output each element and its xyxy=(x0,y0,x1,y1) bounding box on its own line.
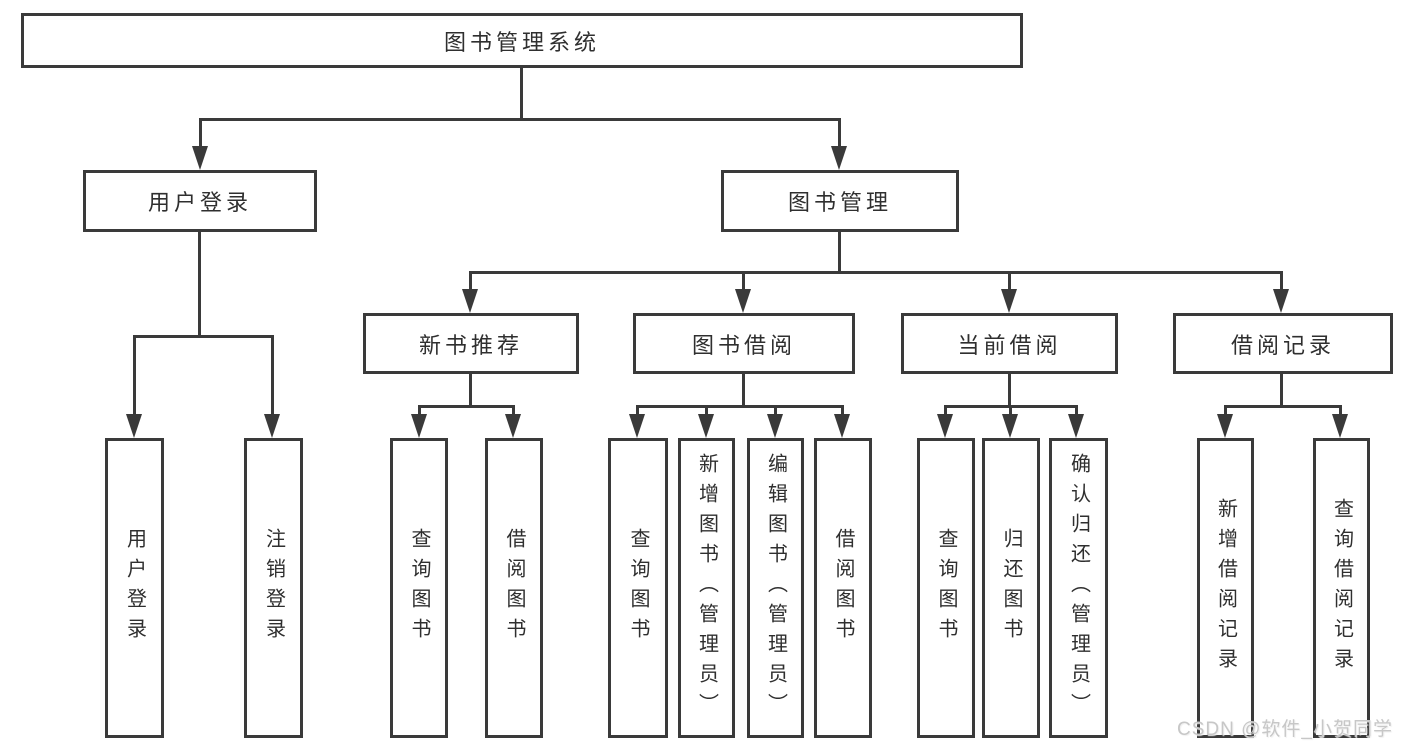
arrow-down-icon xyxy=(698,414,714,438)
arrow-down-icon xyxy=(126,414,142,438)
csdn-watermark: CSDN @软件_小贺同学 xyxy=(1177,719,1393,740)
leaf-query-books-recommend-label: 查询图书 xyxy=(408,528,430,648)
connector-line xyxy=(512,405,515,418)
arrow-down-icon xyxy=(937,414,953,438)
connector-line xyxy=(705,405,708,418)
connector-line xyxy=(838,232,841,274)
connector-line xyxy=(841,405,844,418)
arrow-down-icon xyxy=(264,414,280,438)
node-book-management-label: 图书管理 xyxy=(787,190,892,215)
leaf-logout: 注销登录 xyxy=(244,438,303,738)
arrow-down-icon xyxy=(1002,414,1018,438)
connector-line xyxy=(133,335,136,417)
connector-line xyxy=(1280,271,1283,293)
leaf-add-books-admin-label: 新增图书（管理员） xyxy=(695,453,718,723)
connector-line xyxy=(418,405,421,418)
arrow-down-icon xyxy=(1001,289,1017,313)
node-user-login: 用户登录 xyxy=(83,170,317,232)
connector-line xyxy=(1008,374,1011,408)
node-current-borrow: 当前借阅 xyxy=(901,313,1118,374)
connector-line xyxy=(742,374,745,408)
arrow-down-icon xyxy=(505,414,521,438)
connector-line xyxy=(469,271,1283,274)
leaf-logout-label: 注销登录 xyxy=(262,528,285,648)
connector-line xyxy=(271,335,274,417)
connector-line xyxy=(133,335,274,338)
arrow-down-icon xyxy=(1273,289,1289,313)
leaf-query-books-current: 查询图书 xyxy=(917,438,975,738)
node-borrow-records-label: 借阅记录 xyxy=(1230,332,1335,358)
node-book-borrow: 图书借阅 xyxy=(633,313,855,374)
arrow-down-icon xyxy=(1217,414,1233,438)
connector-line xyxy=(1224,405,1227,418)
connector-line xyxy=(520,68,523,120)
node-borrow-records: 借阅记录 xyxy=(1173,313,1393,374)
connector-line xyxy=(1075,405,1078,418)
node-new-book-recommend: 新书推荐 xyxy=(363,313,579,374)
arrow-down-icon xyxy=(767,414,783,438)
leaf-return-books-label: 归还图书 xyxy=(1000,528,1022,648)
leaf-borrow-books: 借阅图书 xyxy=(814,438,872,738)
node-book-management: 图书管理 xyxy=(721,170,959,232)
leaf-add-borrow-record-label: 新增借阅记录 xyxy=(1214,498,1237,678)
connector-line xyxy=(838,118,841,148)
arrow-down-icon xyxy=(411,414,427,438)
node-root: 图书管理系统 xyxy=(21,13,1023,68)
connector-line xyxy=(944,405,947,418)
leaf-query-books-borrow: 查询图书 xyxy=(608,438,668,738)
connector-line xyxy=(636,405,844,408)
connector-line xyxy=(1224,405,1342,408)
leaf-confirm-return-admin: 确认归还（管理员） xyxy=(1049,438,1108,738)
node-user-login-label: 用户登录 xyxy=(147,190,252,215)
leaf-query-books-recommend: 查询图书 xyxy=(390,438,448,738)
leaf-borrow-books-recommend-label: 借阅图书 xyxy=(503,528,525,648)
leaf-add-books-admin: 新增图书（管理员） xyxy=(678,438,735,738)
connector-line xyxy=(1280,374,1283,408)
connector-line xyxy=(199,118,202,148)
leaf-add-borrow-record: 新增借阅记录 xyxy=(1197,438,1254,738)
connector-line xyxy=(469,271,472,293)
arrow-down-icon xyxy=(1332,414,1348,438)
arrow-down-icon xyxy=(1068,414,1084,438)
leaf-user-login-label: 用户登录 xyxy=(123,528,146,648)
connector-line xyxy=(1009,405,1012,418)
arrow-down-icon xyxy=(462,289,478,313)
connector-line xyxy=(1339,405,1342,418)
leaf-query-books-borrow-label: 查询图书 xyxy=(627,528,649,648)
connector-line xyxy=(636,405,639,418)
connector-line xyxy=(1008,271,1011,293)
arrow-down-icon xyxy=(629,414,645,438)
connector-line xyxy=(742,271,745,293)
leaf-user-login: 用户登录 xyxy=(105,438,164,738)
node-current-borrow-label: 当前借阅 xyxy=(957,332,1062,358)
connector-line xyxy=(469,374,472,408)
leaf-borrow-books-recommend: 借阅图书 xyxy=(485,438,543,738)
connector-line xyxy=(198,232,201,338)
node-root-label: 图书管理系统 xyxy=(443,29,600,55)
leaf-edit-books-admin: 编辑图书（管理员） xyxy=(747,438,804,738)
leaf-borrow-books-label: 借阅图书 xyxy=(832,528,854,648)
node-book-borrow-label: 图书借阅 xyxy=(691,332,796,358)
arrow-down-icon xyxy=(834,414,850,438)
leaf-return-books: 归还图书 xyxy=(982,438,1040,738)
arrow-down-icon xyxy=(735,289,751,313)
node-new-book-recommend-label: 新书推荐 xyxy=(418,332,523,358)
connector-line xyxy=(199,118,841,121)
connector-line xyxy=(774,405,777,418)
leaf-query-borrow-record: 查询借阅记录 xyxy=(1313,438,1370,738)
leaf-query-borrow-record-label: 查询借阅记录 xyxy=(1330,498,1353,678)
leaf-confirm-return-admin-label: 确认归还（管理员） xyxy=(1067,453,1090,723)
connector-line xyxy=(418,405,515,408)
arrow-down-icon xyxy=(831,146,847,170)
leaf-query-books-current-label: 查询图书 xyxy=(935,528,957,648)
arrow-down-icon xyxy=(192,146,208,170)
leaf-edit-books-admin-label: 编辑图书（管理员） xyxy=(764,453,787,723)
